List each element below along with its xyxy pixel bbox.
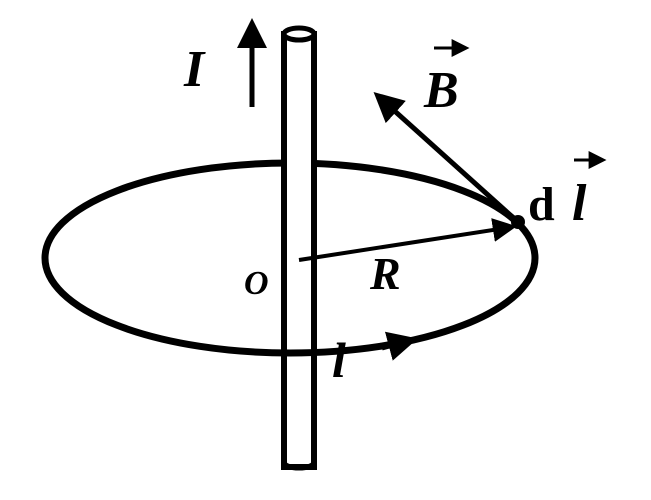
current-label: I bbox=[183, 41, 206, 98]
radius-line bbox=[298, 218, 517, 262]
dl-point bbox=[511, 215, 525, 229]
origin-label: O bbox=[244, 265, 269, 302]
dl-label-group: d l bbox=[528, 151, 607, 232]
loop-direction-arrow-icon bbox=[381, 331, 418, 361]
amperian-loop-front bbox=[41, 257, 539, 357]
dl-prefix-label: d bbox=[528, 178, 555, 231]
b-field-label: B bbox=[423, 62, 459, 119]
current-wire bbox=[281, 25, 317, 471]
dl-label: l bbox=[572, 175, 587, 232]
b-field-label-group: B bbox=[423, 39, 470, 119]
b-field-vector-icon bbox=[373, 91, 520, 224]
radius-label: R bbox=[369, 248, 401, 299]
loop-path-label: l bbox=[332, 332, 346, 388]
